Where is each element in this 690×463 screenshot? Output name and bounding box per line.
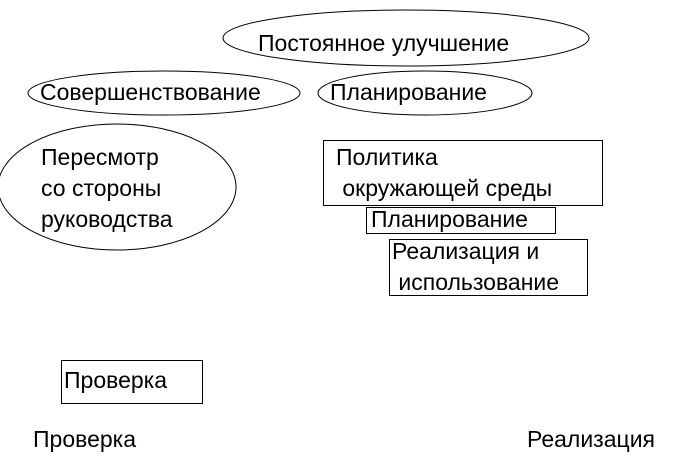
ellipse-continuous-improvement <box>222 9 590 67</box>
bottom-implementation-label: Реализация <box>527 426 655 452</box>
implementation-operation-label: Реализация и использование <box>392 238 560 295</box>
box-checking <box>61 360 203 404</box>
improvement-label: Совершенствование <box>40 79 261 105</box>
box-environmental-policy <box>323 140 603 206</box>
planning-ellipse-label: Планирование <box>330 79 487 105</box>
bottom-checking-label: Проверка <box>33 426 137 452</box>
ellipse-planning <box>317 70 533 116</box>
ellipse-improvement <box>27 70 301 116</box>
box-implementation-operation <box>389 239 588 296</box>
box-planning <box>366 207 556 234</box>
continuous-improvement-label: Постоянное улучшение <box>258 30 510 56</box>
environmental-policy-label: Политика окружающей среды <box>336 144 553 201</box>
planning-box-label: Планирование <box>371 206 528 232</box>
checking-box-label: Проверка <box>64 367 168 393</box>
ellipse-management-review <box>0 123 237 251</box>
management-review-label: Пересмотр со стороны руководства <box>41 144 173 232</box>
